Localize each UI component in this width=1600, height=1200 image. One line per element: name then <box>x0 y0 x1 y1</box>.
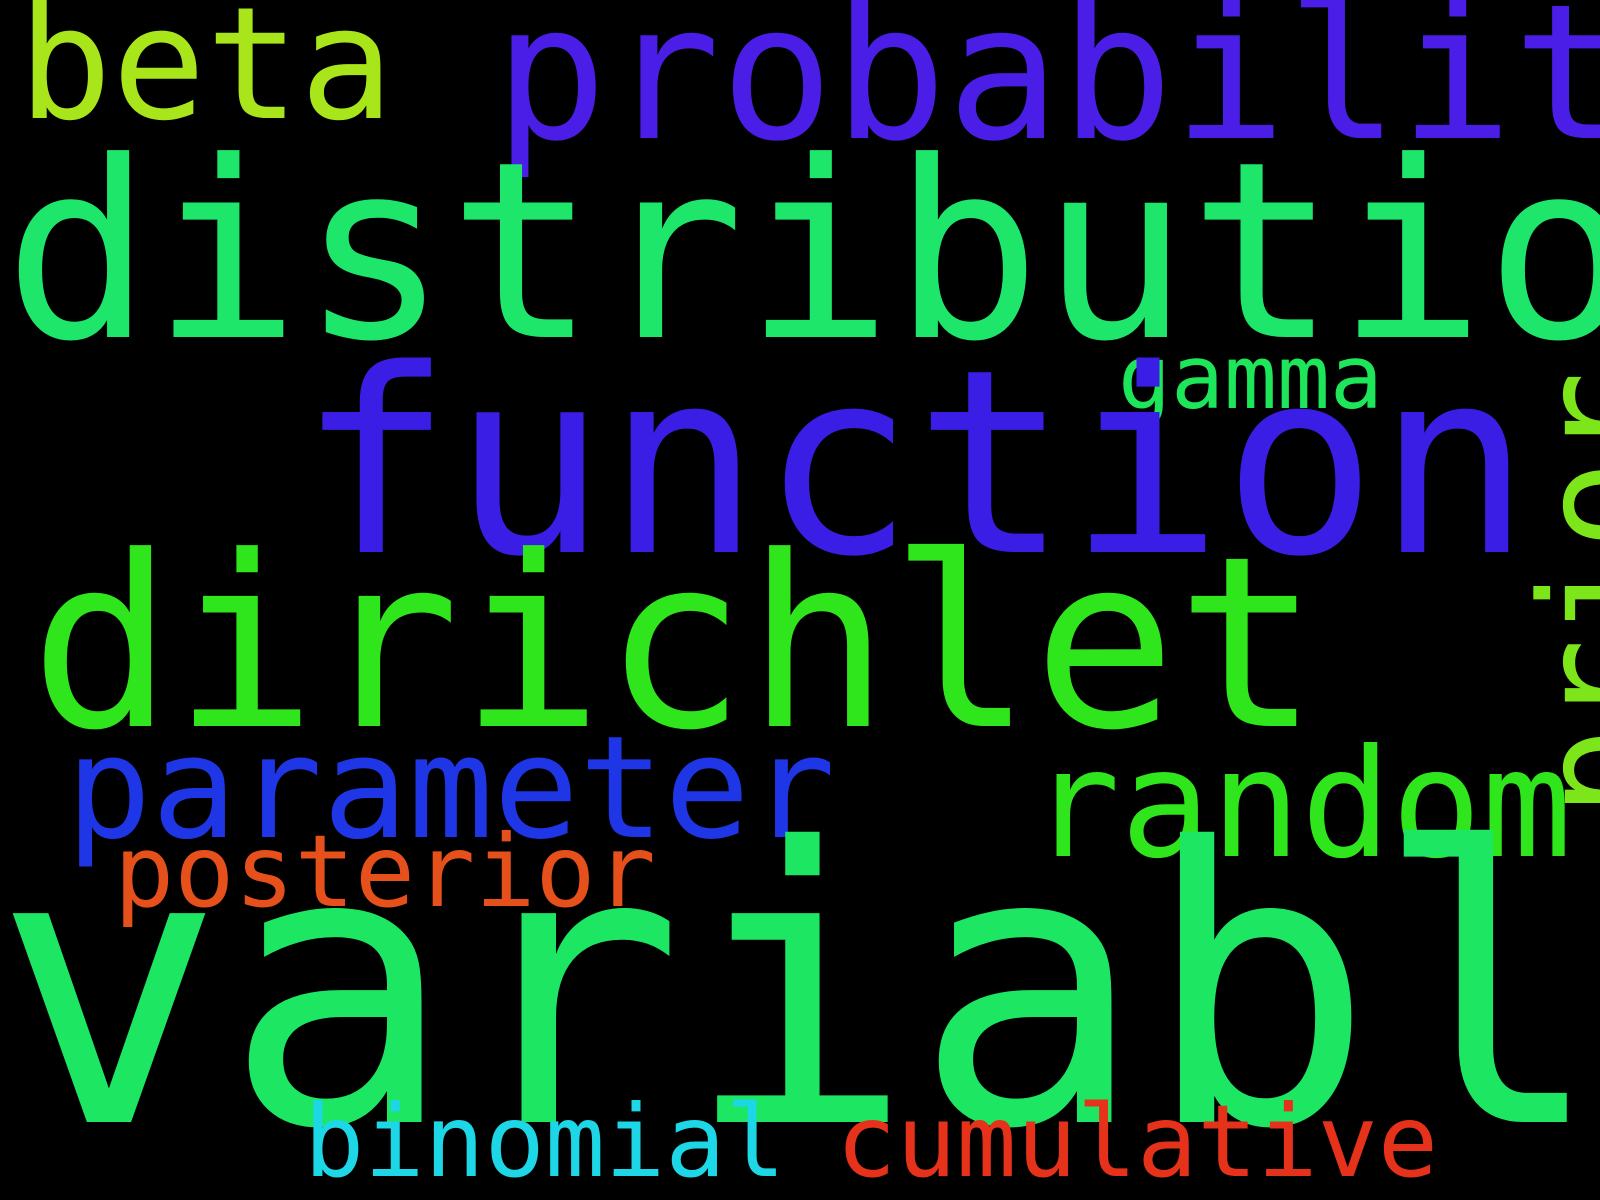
word-beta: beta <box>18 0 394 155</box>
word-function: function <box>298 315 1531 613</box>
word-gamma: gamma <box>1118 326 1383 429</box>
word-distribution: distribution <box>4 110 1600 396</box>
word-probability: probability <box>494 0 1600 183</box>
word-dirichlet: dirichlet <box>30 506 1320 783</box>
word-random: random <box>1030 718 1572 892</box>
word-variable: variable <box>0 768 1600 1200</box>
word-posterior: posterior <box>114 813 656 930</box>
word-binomial: binomial <box>304 1083 786 1200</box>
word-parameter: parameter <box>66 706 836 871</box>
word-cumulative: cumulative <box>836 1083 1439 1200</box>
